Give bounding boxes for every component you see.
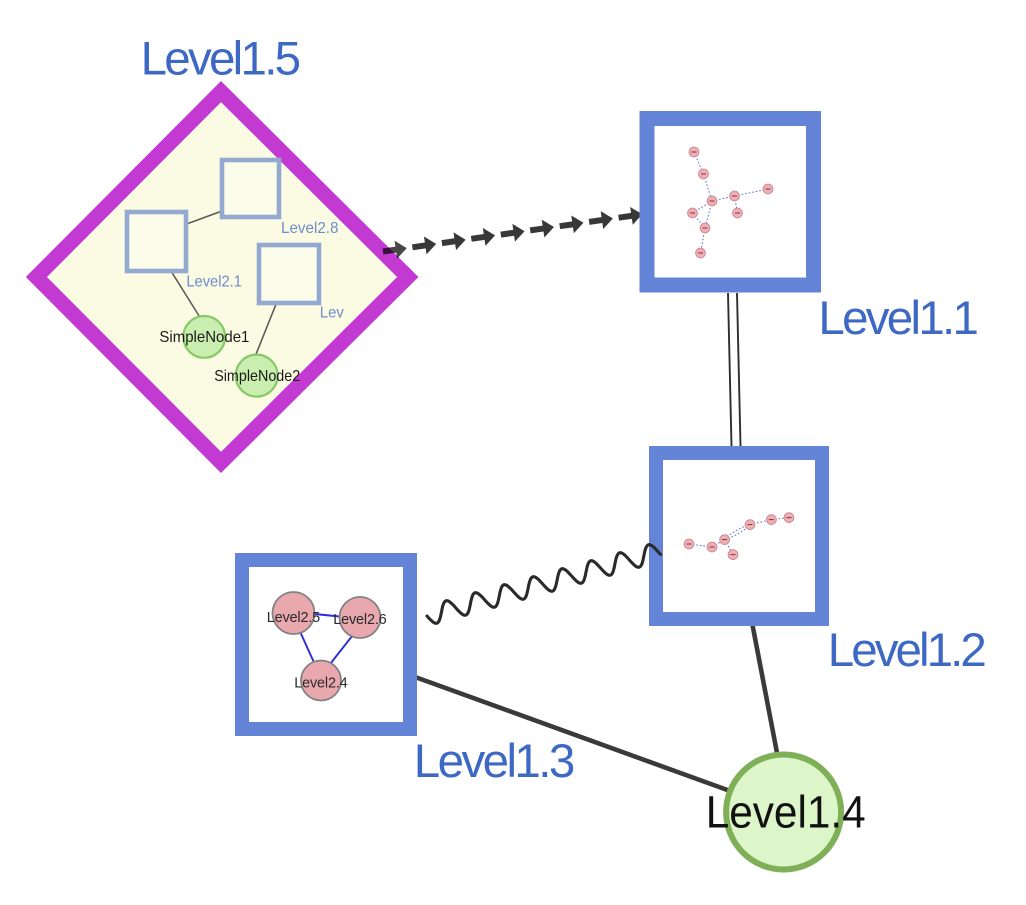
svg-text:Lev: Lev: [320, 305, 344, 322]
svg-text:Level1.5: Level1.5: [141, 33, 302, 86]
svg-text:SimpleNode2: SimpleNode2: [214, 368, 300, 385]
svg-text:Level1.1: Level1.1: [818, 292, 979, 345]
svg-text:Level1.2: Level1.2: [828, 624, 987, 677]
svg-text:Level2.4: Level2.4: [294, 676, 348, 692]
svg-text:Level1.3: Level1.3: [414, 735, 576, 788]
svg-text:SimpleNode1: SimpleNode1: [159, 329, 249, 346]
svg-text:Level2.1: Level2.1: [186, 274, 242, 291]
svg-text:Level2.8: Level2.8: [281, 220, 339, 237]
svg-text:Level1.4: Level1.4: [706, 786, 866, 837]
svg-text:Level2.6: Level2.6: [333, 612, 387, 628]
svg-text:Level2.5: Level2.5: [267, 610, 321, 626]
